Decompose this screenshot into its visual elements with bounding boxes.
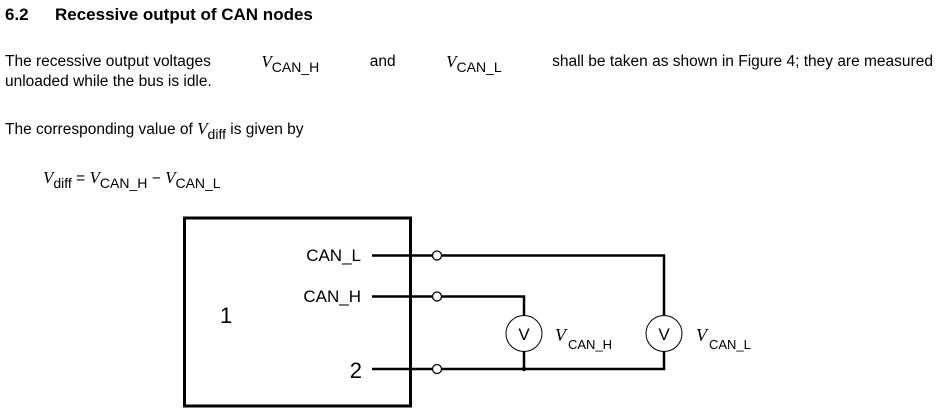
text-span: and [369, 53, 396, 70]
terminal-ground [431, 363, 443, 375]
voltmeter-glyph: V [518, 325, 530, 344]
equals-sign: = [76, 170, 86, 187]
voltmeter-icon [645, 315, 683, 352]
paragraph-recessive-voltages: The recessive output voltages VCAN_H and… [5, 52, 935, 91]
pin-label-can-l: CAN_L [306, 246, 361, 265]
pin-label-can-h: CAN_H [303, 287, 361, 306]
section-title: Recessive output of CAN nodes [55, 5, 313, 24]
meter-l-sub: CAN_L [709, 337, 751, 352]
voltmeter-can-h: V [505, 315, 543, 352]
var-subscript: CAN_L [175, 175, 221, 191]
text-span: The corresponding value of [5, 121, 193, 138]
var-symbol: V [197, 119, 208, 138]
section-heading: 6.2 Recessive output of CAN nodes [5, 5, 313, 25]
can-node-box [183, 216, 412, 408]
text-span: shall be taken as shown in Figure 4; the… [552, 53, 933, 70]
minus-sign: − [151, 170, 161, 187]
terminal-can-l [431, 250, 443, 261]
meter-h-sub: CAN_H [568, 337, 612, 352]
meter-l-var: V [696, 325, 709, 345]
var-vcan-h: VCAN_H [261, 52, 320, 75]
vdiff-equation: Vdiff = VCAN_H − VCAN_L [43, 168, 221, 191]
wire-can-l-to-meter [442, 254, 666, 316]
var-subscript: CAN_H [271, 59, 320, 75]
var-symbol: V [165, 168, 176, 187]
node-label: 1 [220, 303, 232, 328]
var-symbol: V [89, 168, 100, 187]
text-span: is given by [230, 121, 304, 138]
junction-dot [521, 366, 527, 372]
paragraph-line-2: unloaded while the bus is idle. [5, 73, 212, 90]
var-vdiff: Vdiff [197, 119, 226, 141]
paragraph-vdiff-intro: The corresponding value of Vdiff is give… [5, 119, 304, 141]
var-subscript: CAN_H [99, 175, 148, 191]
paragraph-line-1: The recessive output voltages VCAN_H and… [5, 52, 933, 75]
var-symbol: V [446, 52, 457, 71]
var-symbol: V [261, 52, 272, 71]
wire-can-h-to-meter [442, 295, 526, 316]
voltmeter-can-l: V [645, 315, 683, 352]
voltmeter-icon [505, 315, 543, 352]
terminal-can-h [431, 291, 443, 302]
text-span: The recessive output voltages [5, 53, 211, 70]
var-subscript: diff [207, 126, 226, 142]
var-symbol: V [43, 168, 54, 187]
var-vcan-l: VCAN_L [446, 52, 502, 75]
var-subscript: CAN_L [456, 59, 502, 75]
var-subscript: diff [53, 175, 72, 191]
wire-ground-return [442, 351, 666, 371]
section-number: 6.2 [5, 5, 29, 24]
meter-h-var: V [555, 325, 568, 345]
ground-label: 2 [350, 358, 362, 383]
voltmeter-glyph: V [658, 325, 670, 344]
